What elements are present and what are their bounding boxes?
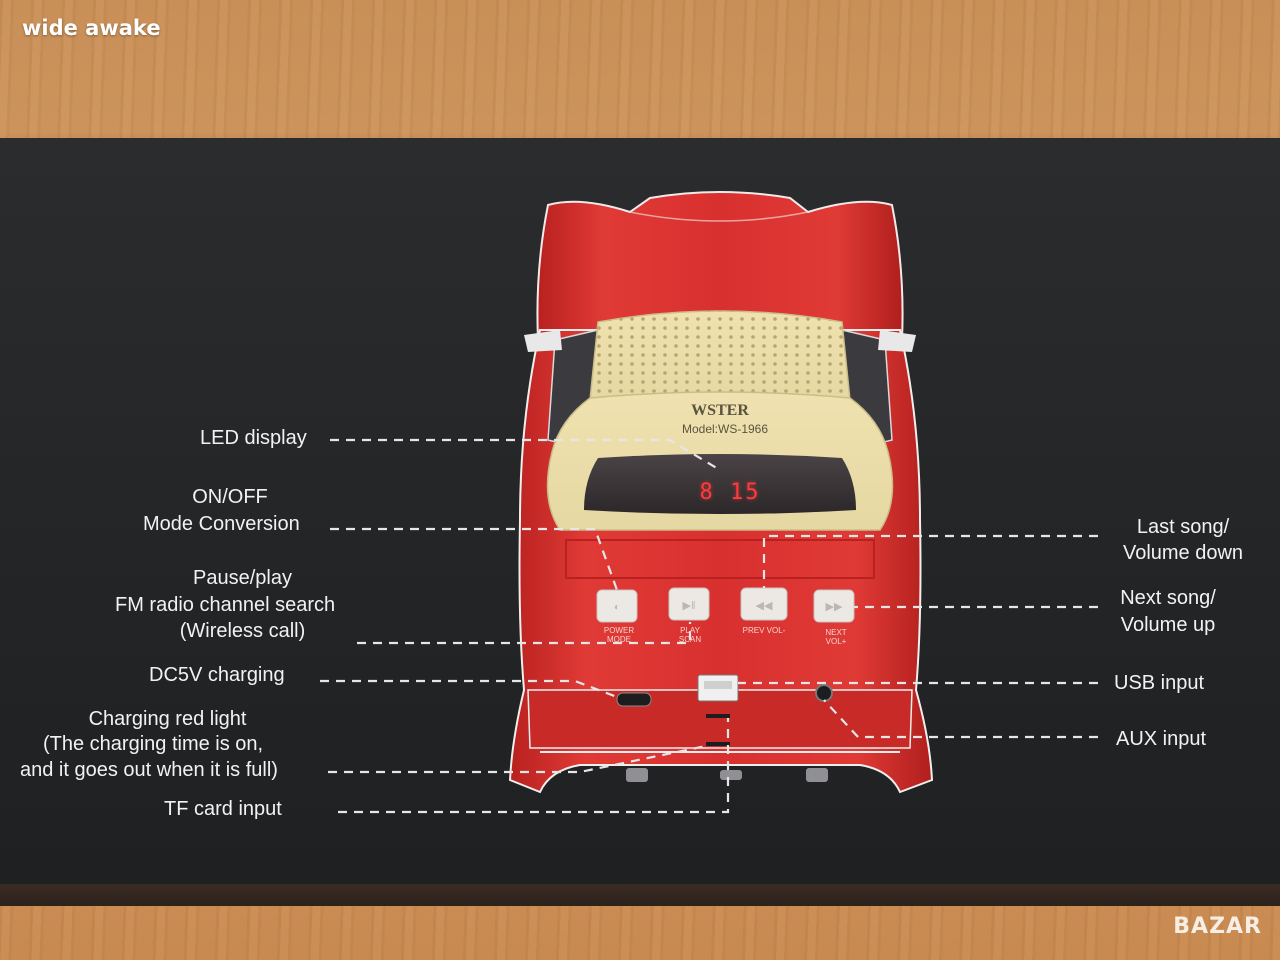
callout-next-line1: Next song/ xyxy=(1120,587,1216,609)
callout-aux: AUX input xyxy=(1116,728,1207,750)
model-number: Model:WS-1966 xyxy=(681,422,769,436)
box-bottom-edge xyxy=(0,884,1280,906)
callout-tf-card: TF card input xyxy=(164,798,282,820)
callout-last-line1: Last song/ xyxy=(1136,516,1230,538)
watermark-bottom: BAZAR xyxy=(1173,914,1262,939)
callout-onoff-line2: Mode Conversion xyxy=(143,513,300,535)
svg-text:◀◀: ◀◀ xyxy=(756,600,773,612)
right-wheel xyxy=(806,768,828,782)
led-display-readout: 8 15 xyxy=(699,480,761,505)
svg-text:▶▶: ▶▶ xyxy=(826,601,843,613)
tf-card-slot xyxy=(706,714,730,718)
left-wheel xyxy=(626,768,648,782)
callout-usb: USB input xyxy=(1114,672,1205,694)
charging-light xyxy=(706,742,730,746)
callout-dc5v: DC5V charging xyxy=(149,664,285,686)
callout-pause-line2: FM radio channel search xyxy=(115,594,336,616)
callout-charging-line1: Charging red light xyxy=(88,708,247,730)
button-label-next-vol: NEXT VOL+ xyxy=(825,628,847,646)
button-label-prev-vol: PREV VOL- xyxy=(742,626,786,635)
callout-pause-line1: Pause/play xyxy=(193,567,292,589)
brand-logo: WSTER xyxy=(691,402,749,419)
watermark-top: wide awake xyxy=(22,16,161,40)
car-hood xyxy=(536,191,904,341)
callout-last-line2: Volume down xyxy=(1122,542,1244,564)
callout-charging-line2: (The charging time is on, xyxy=(43,733,264,755)
button-label-power-mode: POWER MODE xyxy=(603,626,635,644)
callout-onoff-line1: ON/OFF xyxy=(192,486,268,508)
right-mirror xyxy=(878,330,916,352)
callout-next-line2: Volume up xyxy=(1120,614,1216,636)
dc5v-port xyxy=(616,692,652,707)
callout-pause-line3: (Wireless call) xyxy=(179,620,306,642)
callout-charging-line3: and it goes out when it is full) xyxy=(20,759,278,781)
play-scan-button xyxy=(668,587,710,621)
led-display-window xyxy=(584,454,856,514)
svg-text:▶‖: ▶‖ xyxy=(682,600,695,612)
svg-text:◐: ◐ xyxy=(614,602,620,613)
power-mode-button xyxy=(596,589,638,623)
left-mirror xyxy=(524,330,562,352)
callout-led-display: LED display xyxy=(200,427,307,449)
